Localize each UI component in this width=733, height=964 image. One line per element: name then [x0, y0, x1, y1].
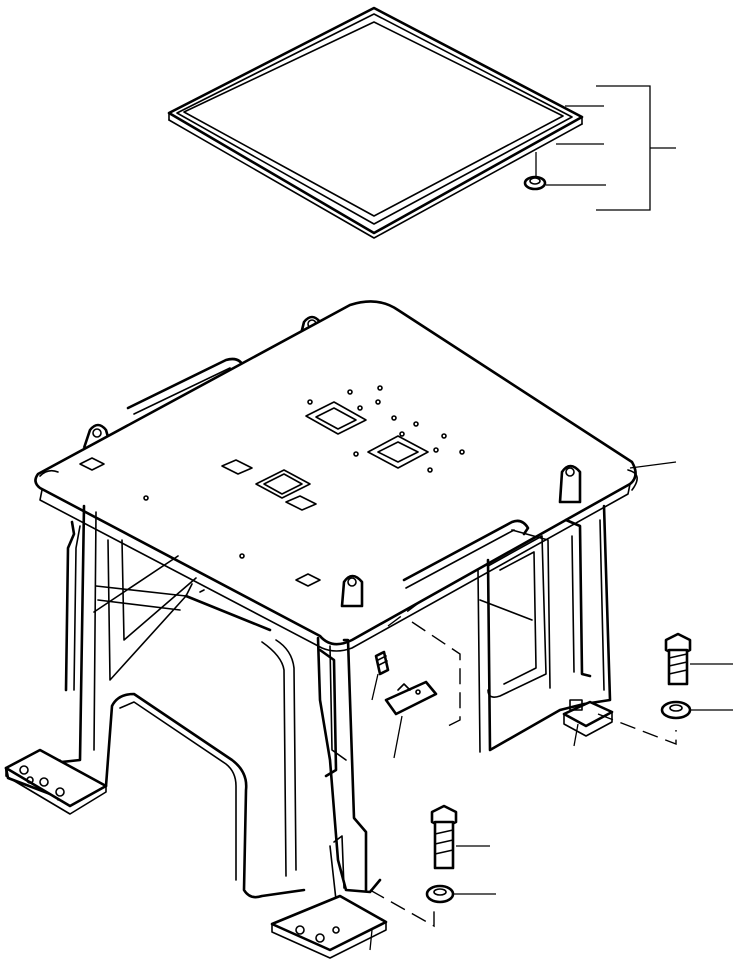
right-side-frame — [477, 504, 612, 753]
right-mount-bolt — [664, 632, 733, 686]
roof-nut — [523, 152, 547, 191]
left-vertical-handle — [64, 520, 81, 692]
roof-panel — [167, 6, 584, 239]
front-base-plate — [270, 894, 388, 959]
right-bolt-axis-dashed — [597, 713, 677, 746]
roof-plate — [34, 300, 638, 652]
frame-leader-dashed-2 — [387, 601, 421, 627]
front-mount-bolt — [430, 804, 490, 870]
front-lifting-eye-right — [558, 464, 582, 504]
front-lifting-eye-left — [340, 574, 364, 608]
cab-frame — [4, 300, 638, 959]
front-plate-leader — [369, 929, 373, 951]
cab-leader — [629, 461, 677, 469]
front-bolt-axis-dashed — [369, 889, 435, 928]
front-mount-washer — [425, 884, 496, 904]
rear-inner-frame — [93, 555, 187, 613]
retaining-plate — [384, 680, 438, 759]
plate-leader-dashed — [411, 621, 461, 727]
spring-pin — [371, 650, 390, 701]
left-base-plate — [4, 748, 108, 815]
right-mount-washer — [660, 700, 733, 720]
left-side-frame — [4, 504, 306, 899]
right-foot-plate — [562, 699, 614, 737]
right-plate-leader — [573, 723, 579, 747]
grab-rail-front — [402, 519, 530, 589]
roof-kit-bracket — [546, 85, 676, 211]
front-pillar — [316, 636, 382, 901]
